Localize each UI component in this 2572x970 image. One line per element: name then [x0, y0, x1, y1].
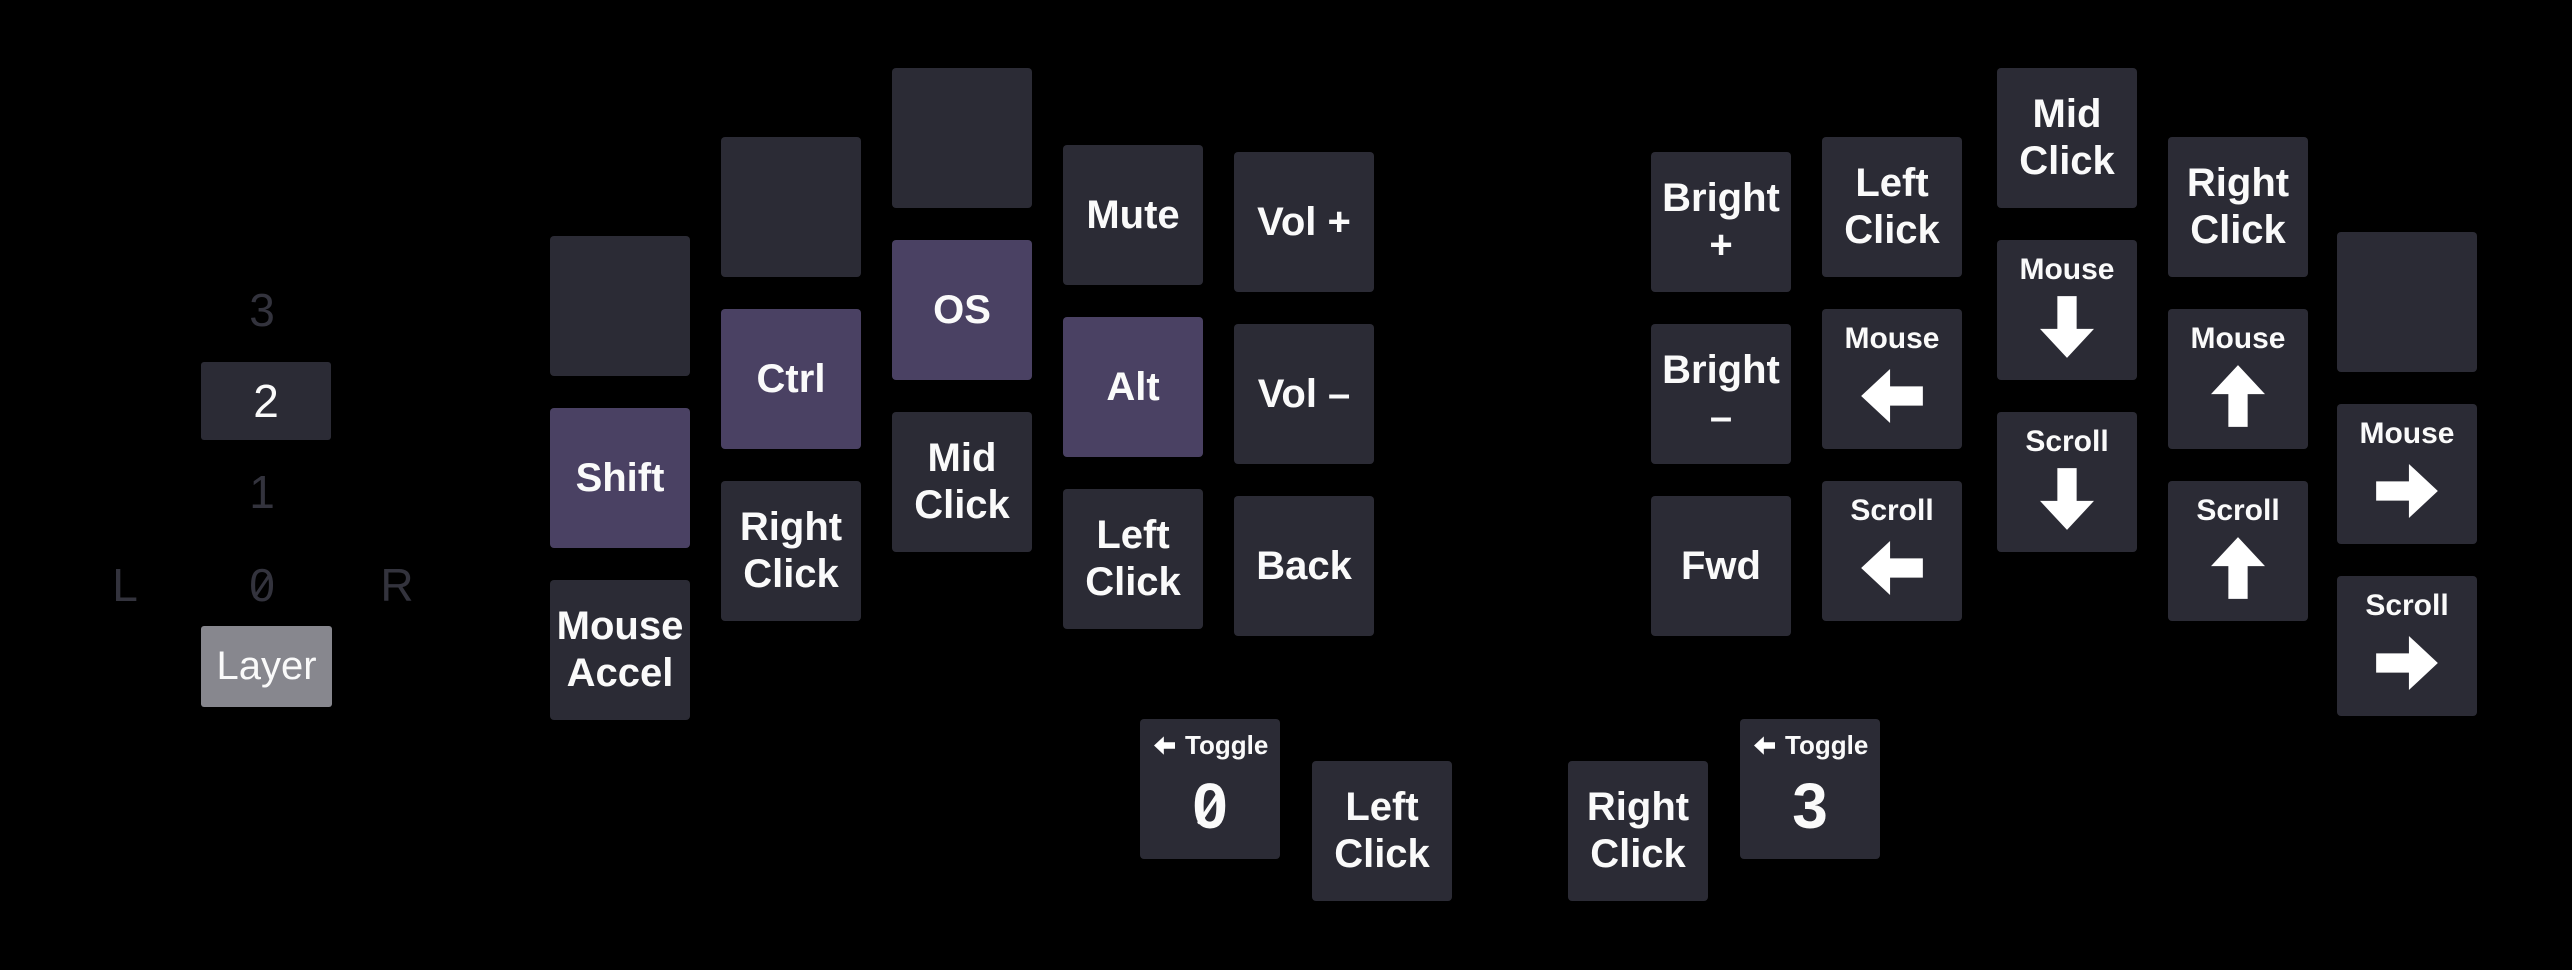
key-fwd[interactable]: Fwd	[1651, 496, 1791, 636]
key-label: Ctrl	[756, 356, 826, 401]
toggle-header-label: Toggle	[1185, 730, 1269, 760]
key-sublabel: Mouse	[1844, 322, 1940, 355]
key-sublabel: Mouse	[2190, 322, 2286, 355]
arrow-up-icon	[1754, 735, 1775, 756]
key-shift[interactable]: Shift	[550, 408, 690, 548]
key-label: Bright–	[1662, 348, 1780, 439]
key-ctrl[interactable]: Ctrl	[721, 309, 861, 449]
key-toggle-layer-0[interactable]: Toggle 0	[1140, 719, 1280, 859]
key-label: OS	[933, 287, 991, 332]
key-brightness-up[interactable]: Bright+	[1651, 152, 1791, 292]
toggle-target-layer: 3	[1792, 770, 1828, 842]
key-label: Bright+	[1662, 176, 1780, 267]
key-label: Back	[1256, 543, 1352, 588]
key-back[interactable]: Back	[1234, 496, 1374, 636]
right-half-label: R	[380, 559, 414, 611]
key-blank-left-middle[interactable]	[892, 68, 1032, 208]
arrow-down-icon	[2040, 296, 2094, 358]
key-toggle-layer-3[interactable]: Toggle 3	[1740, 719, 1880, 859]
key-sublabel: Mouse	[2019, 253, 2115, 286]
key-blank-left-pinky[interactable]	[550, 236, 690, 376]
arrow-box	[1822, 355, 1962, 437]
toggle-header: Toggle	[1754, 731, 1868, 759]
key-mouse-left[interactable]: Mouse	[1822, 309, 1962, 449]
layer-option-0[interactable]: 0	[249, 559, 275, 611]
arrow-box	[1997, 286, 2137, 368]
key-scroll-down[interactable]: Scroll	[1997, 412, 2137, 552]
key-label: Vol +	[1257, 199, 1351, 244]
key-mouse-right[interactable]: Mouse	[2337, 404, 2477, 544]
key-label: Shift	[575, 455, 665, 500]
key-label: Fwd	[1681, 543, 1761, 588]
arrow-right-icon	[2376, 464, 2438, 518]
key-sublabel: Mouse	[2359, 417, 2455, 450]
arrow-left-icon	[1861, 541, 1923, 595]
arrow-box	[1822, 527, 1962, 609]
layer-button[interactable]: Layer	[201, 626, 332, 707]
arrow-up-icon	[2211, 537, 2265, 599]
key-scroll-right[interactable]: Scroll	[2337, 576, 2477, 716]
arrow-down-icon	[1154, 735, 1175, 756]
toggle-header-label: Toggle	[1785, 730, 1869, 760]
key-scroll-up[interactable]: Scroll	[2168, 481, 2308, 621]
layer-option-1[interactable]: 1	[249, 466, 275, 518]
key-vol-up[interactable]: Vol +	[1234, 152, 1374, 292]
key-vol-down[interactable]: Vol –	[1234, 324, 1374, 464]
left-half-label: L	[112, 559, 138, 611]
arrow-box	[2168, 527, 2308, 609]
layer-button-label: Layer	[216, 644, 317, 688]
key-mouse-up[interactable]: Mouse	[2168, 309, 2308, 449]
arrow-box	[1997, 458, 2137, 540]
arrow-left-icon	[1861, 369, 1923, 423]
key-sublabel: Scroll	[2196, 494, 2280, 527]
key-label: Alt	[1106, 364, 1160, 409]
key-blank-right-pinky[interactable]	[2337, 232, 2477, 372]
arrow-box	[2337, 450, 2477, 532]
active-layer-number: 2	[253, 375, 279, 427]
key-scroll-left[interactable]: Scroll	[1822, 481, 1962, 621]
key-sublabel: Scroll	[1850, 494, 1934, 527]
key-mouse-down[interactable]: Mouse	[1997, 240, 2137, 380]
arrow-box	[2168, 355, 2308, 437]
active-layer-key[interactable]: 2	[201, 362, 331, 440]
key-label: Mute	[1086, 192, 1180, 237]
key-mute[interactable]: Mute	[1063, 145, 1203, 285]
layer-option-3[interactable]: 3	[249, 284, 275, 336]
toggle-target-layer: 0	[1192, 770, 1228, 842]
arrow-right-icon	[2376, 636, 2438, 690]
arrow-up-icon	[2211, 365, 2265, 427]
arrow-down-icon	[2040, 468, 2094, 530]
key-alt[interactable]: Alt	[1063, 317, 1203, 457]
arrow-box	[2337, 622, 2477, 704]
key-sublabel: Scroll	[2025, 425, 2109, 458]
key-brightness-down[interactable]: Bright–	[1651, 324, 1791, 464]
key-blank-left-ring[interactable]	[721, 137, 861, 277]
key-label: Vol –	[1257, 371, 1351, 416]
toggle-header: Toggle	[1154, 731, 1268, 759]
key-os[interactable]: OS	[892, 240, 1032, 380]
key-sublabel: Scroll	[2365, 589, 2449, 622]
